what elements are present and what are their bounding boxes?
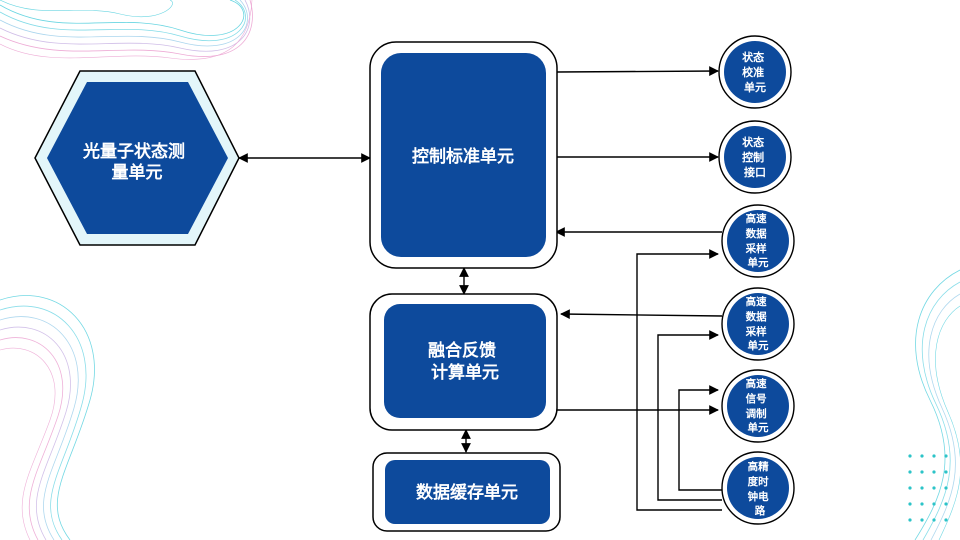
svg-text:光量子状态测 量单元: 光量子状态测 量单元 (82, 141, 191, 183)
state-control-interface-node: 状态 控制 接口 (718, 120, 792, 194)
clock-label-4: 路 (755, 504, 766, 517)
high-speed-signal-modulation-unit-node: 高速 信号 调制 单元 (721, 369, 795, 443)
modulation-label-3: 调制 (746, 407, 767, 420)
sampling1-label-2: 数据 (745, 227, 767, 240)
control-unit-label: 控制标准单元 (412, 146, 514, 167)
modulation-label-2: 信号 (746, 392, 767, 405)
clock-to-modulation (678, 385, 722, 491)
state-calibration-unit-node: 状态 校准 单元 (718, 35, 792, 109)
high-speed-sampling-unit-1-node: 高速 数据 采样 单元 (721, 204, 795, 278)
cache-unit-label: 数据缓存单元 (416, 482, 518, 503)
data-cache-unit-node: 数据缓存单元 (372, 452, 561, 532)
measurement-unit-label-1: 光量子状态测 (82, 141, 185, 162)
sampling2-label-4: 单元 (748, 339, 769, 352)
connectors (238, 66, 723, 511)
clock-label-2: 度时 (748, 475, 769, 488)
arrow-control-state-calibration (556, 66, 719, 76)
decorative-waves-bottom-left (0, 295, 95, 540)
sampling2-label-2: 数据 (745, 310, 767, 323)
decorative-dot-grid (908, 454, 948, 522)
svg-text:状态 控制 接口: 状态 控制 接口 (742, 135, 768, 179)
measurement-unit-node: 光量子状态测 量单元 (34, 70, 240, 246)
state-calibration-label-3: 单元 (744, 80, 766, 94)
sampling1-label-1: 高速 (746, 212, 767, 225)
sampling1-label-4: 单元 (748, 256, 769, 269)
modulation-label-4: 单元 (748, 421, 769, 434)
clock-to-sampling2 (657, 330, 722, 501)
measurement-unit-label-2: 量单元 (112, 162, 163, 183)
state-calibration-label-2: 校准 (742, 65, 764, 79)
svg-text:控制标准单元: 控制标准单元 (412, 146, 514, 167)
svg-text:高速 数据 采样 单元: 高速 数据 采样 单元 (745, 295, 771, 352)
fusion-unit-label-1: 融合反馈 (428, 340, 496, 361)
high-speed-sampling-unit-2-node: 高速 数据 采样 单元 (721, 287, 795, 361)
state-interface-label-2: 控制 (742, 150, 764, 164)
decorative-waves-right (914, 269, 960, 540)
svg-text:融合反馈 计算单元: 融合反馈 计算单元 (428, 340, 502, 383)
control-standard-unit-node: 控制标准单元 (369, 41, 558, 269)
svg-text:数据缓存单元: 数据缓存单元 (416, 482, 518, 503)
high-precision-clock-circuit-node: 高精 度时 钟电 路 (721, 451, 795, 525)
svg-text:高速 信号 调制 单元: 高速 信号 调制 单元 (746, 377, 771, 434)
arrow-sampling2-fusion (560, 309, 723, 320)
state-interface-label-1: 状态 (742, 135, 764, 149)
sampling2-label-1: 高速 (746, 295, 767, 308)
fusion-unit-label-2: 计算单元 (431, 362, 499, 383)
sampling1-label-3: 采样 (745, 242, 767, 255)
decorative-waves-top-left (0, 0, 253, 60)
state-interface-label-3: 接口 (744, 165, 766, 179)
state-calibration-label-1: 状态 (742, 50, 764, 64)
clock-label-3: 钟电 (748, 490, 769, 503)
svg-text:状态 校准 单元: 状态 校准 单元 (742, 50, 768, 94)
modulation-label-1: 高速 (746, 377, 767, 390)
svg-text:高速 数据 采样 单元: 高速 数据 采样 单元 (745, 212, 771, 269)
svg-text:高精 度时 钟电 路: 高精 度时 钟电 路 (748, 460, 773, 517)
fusion-feedback-unit-node: 融合反馈 计算单元 (369, 293, 558, 431)
sampling2-label-3: 采样 (745, 325, 767, 338)
clock-label-1: 高精 (748, 460, 769, 473)
clock-to-sampling1 (636, 249, 722, 511)
